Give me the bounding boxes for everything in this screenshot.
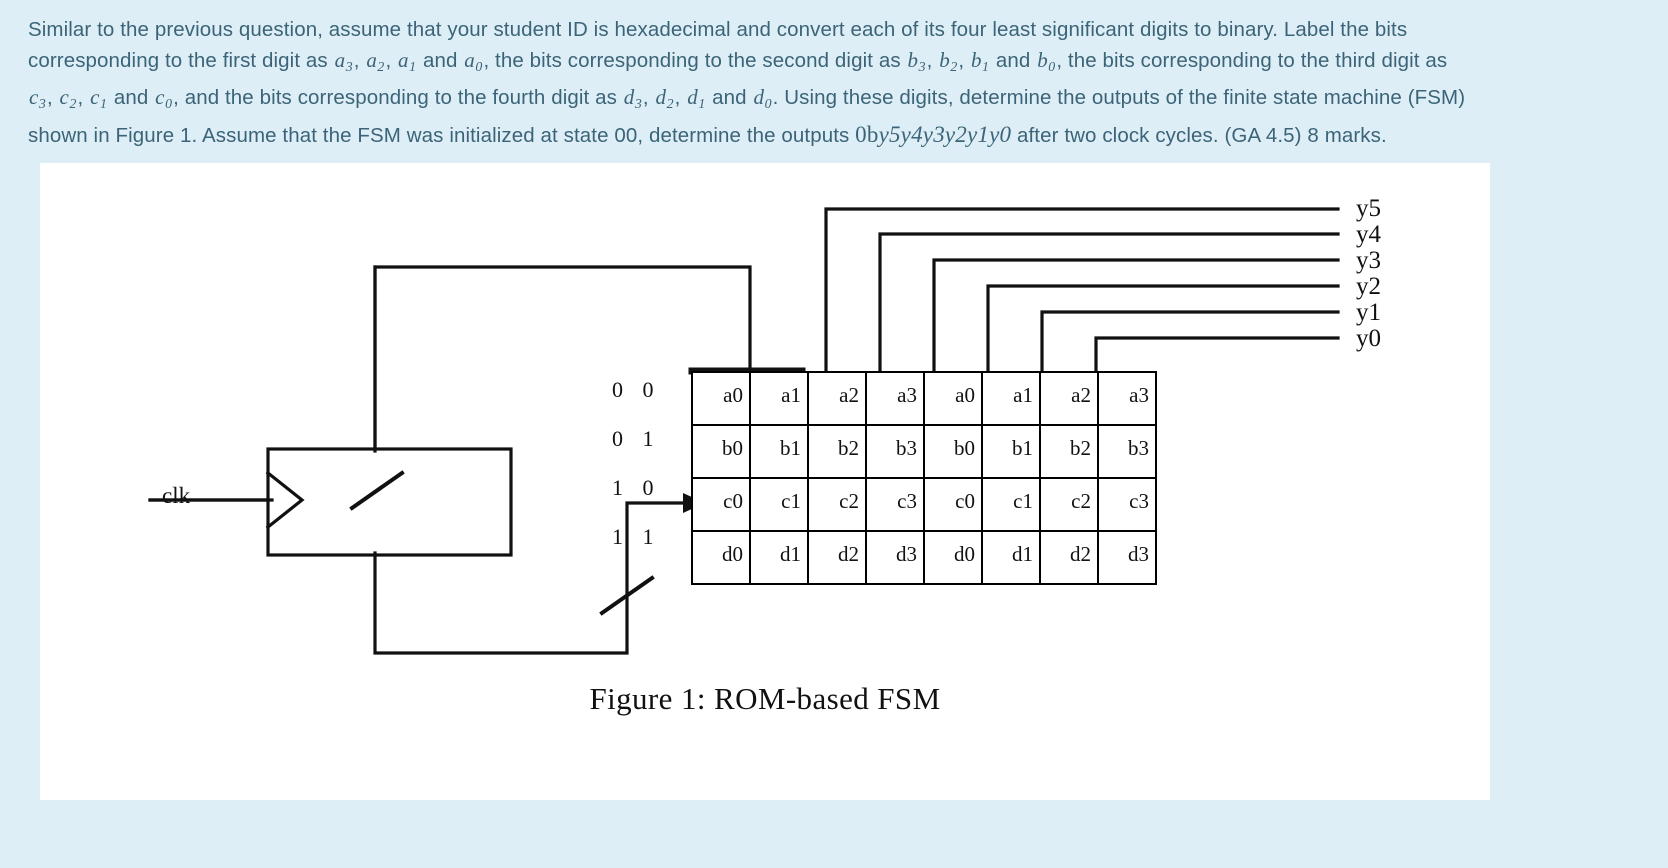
wire-register-output bbox=[373, 501, 702, 655]
rom-cell: c2 bbox=[1039, 477, 1099, 532]
output-label-y2: y2 bbox=[1356, 273, 1381, 300]
question-line-3-text-b: , and the bits corresponding to the four… bbox=[173, 85, 617, 109]
var-a3: a3 bbox=[334, 48, 353, 74]
output-label-y5: y5 bbox=[1356, 195, 1381, 222]
rom-cell: a1 bbox=[749, 371, 809, 426]
question-line-1: Similar to the previous question, assume… bbox=[28, 14, 1640, 45]
output-label-y1: y1 bbox=[1356, 299, 1381, 326]
question-line-2-text-b: and bbox=[422, 49, 458, 72]
var-c2: c2 bbox=[59, 84, 77, 111]
figure-caption: Figure 1: ROM-based FSM bbox=[589, 681, 941, 716]
question-line-2-text-e: , the bits corresponding to the third di… bbox=[1056, 49, 1448, 72]
bus-slash-upper bbox=[349, 470, 405, 511]
var-c1: c1 bbox=[90, 84, 108, 111]
rom-cell: c1 bbox=[749, 477, 809, 532]
clk-label: clk bbox=[162, 483, 191, 508]
table-row: c0 c1 c2 c3 c0 c1 c2 c3 bbox=[691, 477, 1157, 532]
rom-cell: a0 bbox=[923, 371, 983, 426]
rom-cell: d3 bbox=[1097, 530, 1157, 585]
rom-contents-table: a0 a1 a2 a3 a0 a1 a2 a3 b0 b1 b2 b3 b0 b… bbox=[691, 371, 1157, 585]
output-label-y3: y3 bbox=[1356, 247, 1381, 274]
rom-cell: c1 bbox=[981, 477, 1041, 532]
rom-cell: a3 bbox=[1097, 371, 1157, 426]
address-label-00: 0 0 bbox=[612, 377, 661, 402]
output-label-y0: y0 bbox=[1356, 325, 1381, 352]
rom-cell: b1 bbox=[749, 424, 809, 479]
rom-cell: b2 bbox=[807, 424, 867, 479]
var-b1: b1 bbox=[970, 48, 990, 74]
question-line-4: shown in Figure 1. Assume that the FSM w… bbox=[28, 119, 1640, 151]
rom-cell: c0 bbox=[923, 477, 983, 532]
var-c0: c0 bbox=[155, 84, 173, 111]
bus-slash-lower bbox=[599, 575, 655, 616]
question-line-2-text-a: corresponding to the first digit as bbox=[28, 49, 328, 72]
question-line-4-text-a: shown in Figure 1. Assume that the FSM w… bbox=[28, 123, 850, 147]
question-line-1-text: Similar to the previous question, assume… bbox=[28, 18, 1408, 41]
question-line-2-text-d: and bbox=[995, 49, 1031, 72]
var-d1: d1 bbox=[687, 84, 706, 111]
rom-cell: c3 bbox=[865, 477, 925, 532]
var-a2: a2 bbox=[366, 48, 385, 74]
rom-cell: d2 bbox=[1039, 530, 1099, 585]
figure-panel: a0 a1 a2 a3 a0 a1 a2 a3 b0 b1 b2 b3 b0 b… bbox=[40, 163, 1490, 800]
var-d3: d3 bbox=[623, 84, 642, 111]
rom-cell: d2 bbox=[807, 530, 867, 585]
var-c3: c3 bbox=[29, 84, 46, 111]
question-line-3-text-d: . Using these digits, determine the outp… bbox=[772, 85, 1466, 109]
table-row: a0 a1 a2 a3 a0 a1 a2 a3 bbox=[691, 371, 1157, 426]
rom-cell: b2 bbox=[1039, 424, 1099, 479]
address-label-01: 0 1 bbox=[612, 426, 661, 451]
address-label-11: 1 1 bbox=[612, 524, 661, 549]
rom-cell: a2 bbox=[807, 371, 867, 426]
var-b2: b2 bbox=[939, 48, 958, 74]
rom-cell: d0 bbox=[691, 530, 751, 585]
register-block bbox=[266, 447, 513, 557]
var-d2: d2 bbox=[655, 84, 674, 111]
question-line-3-text-a: and bbox=[113, 85, 149, 109]
rom-cell: a1 bbox=[981, 371, 1041, 426]
var-d0: d0 bbox=[753, 84, 772, 111]
rom-cell: a3 bbox=[865, 371, 925, 426]
address-label-10: 1 0 bbox=[612, 475, 661, 500]
rom-cell: a2 bbox=[1039, 371, 1099, 426]
table-row: d0 d1 d2 d3 d0 d1 d2 d3 bbox=[691, 530, 1157, 585]
question-line-4-text-b: after two clock cycles. (GA 4.5) 8 marks… bbox=[1017, 123, 1387, 147]
question-line-2-text-c: , the bits corresponding to the second d… bbox=[483, 49, 901, 72]
rom-cell: c2 bbox=[807, 477, 867, 532]
output-sequence: 0by5y4y3y2y1y0 bbox=[855, 121, 1012, 147]
var-b3: b3 bbox=[907, 48, 926, 74]
table-row: b0 b1 b2 b3 b0 b1 b2 b3 bbox=[691, 424, 1157, 479]
question-line-2: corresponding to the first digit as a3 , … bbox=[28, 48, 1448, 74]
rom-cell: b0 bbox=[691, 424, 751, 479]
rom-cell: c3 bbox=[1097, 477, 1157, 532]
rom-cell: d1 bbox=[981, 530, 1041, 585]
rom-cell: a0 bbox=[691, 371, 751, 426]
clk-edge-triangle-overlay bbox=[265, 470, 305, 530]
var-a0: a0 bbox=[464, 48, 483, 74]
var-b0: b0 bbox=[1037, 48, 1056, 74]
question-line-3: c3, c2, c1 and c0, and the bits correspo… bbox=[29, 84, 1466, 111]
rom-cell: d0 bbox=[923, 530, 983, 585]
rom-cell: d3 bbox=[865, 530, 925, 585]
rom-cell: c0 bbox=[691, 477, 751, 532]
rom-cell: d1 bbox=[749, 530, 809, 585]
var-a1: a1 bbox=[398, 48, 417, 74]
question-text-block: Similar to the previous question, assume… bbox=[28, 14, 1640, 151]
rom-cell: b0 bbox=[923, 424, 983, 479]
question-line-3-text-c: and bbox=[712, 85, 747, 109]
output-label-y4: y4 bbox=[1356, 221, 1381, 248]
rom-cell: b3 bbox=[865, 424, 925, 479]
rom-cell: b3 bbox=[1097, 424, 1157, 479]
rom-cell: b1 bbox=[981, 424, 1041, 479]
